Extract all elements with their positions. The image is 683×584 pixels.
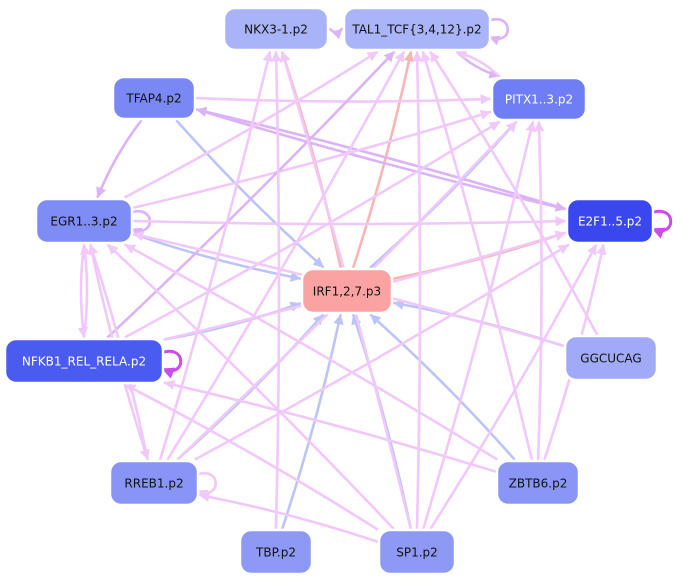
edge-sp1-to-egr1: [106, 243, 395, 530]
edge-tfap4-to-pitx1: [195, 94, 492, 105]
node-box-rreb1: [108, 459, 200, 507]
node-tbp[interactable]: TBP.p2: [238, 528, 314, 576]
node-label-nkx3: NKX3-1.p2: [244, 23, 308, 37]
node-label-ggcucag: GGCUCAG: [580, 352, 641, 366]
edge-sp1-to-rreb1: [198, 491, 379, 543]
node-nfkb1[interactable]: NFKB1_REL_RELA.p2: [3, 337, 165, 385]
edge-egr1-to-tal1: [124, 50, 379, 199]
node-box-e2f1: [565, 197, 655, 245]
node-tfap4[interactable]: TFAP4.p2: [111, 75, 197, 121]
edge-nfkb1-to-egr1: [80, 243, 91, 339]
edge-tfap4-to-irf1: [175, 119, 325, 269]
node-box-nfkb1: [3, 337, 165, 385]
node-box-sp1: [377, 528, 457, 576]
edge-zbtb6-to-nfkb1: [163, 379, 497, 473]
node-label-egr1: EGR1..3.p2: [50, 215, 117, 229]
edge-tfap4-to-egr1: [96, 119, 143, 199]
node-box-pitx1: [490, 76, 588, 122]
node-label-tal1: TAL1_TCF{3,4,12}.p2: [351, 23, 481, 37]
node-label-tfap4: TFAP4.p2: [125, 92, 181, 106]
node-zbtb6[interactable]: ZBTB6.p2: [495, 459, 581, 507]
node-box-tfap4: [111, 75, 197, 121]
edge-rreb1-to-tal1: [166, 50, 405, 461]
node-label-nfkb1: NFKB1_REL_RELA.p2: [22, 355, 146, 369]
node-rreb1[interactable]: RREB1.p2: [108, 459, 200, 507]
node-box-zbtb6: [495, 459, 581, 507]
node-label-rreb1: RREB1.p2: [124, 477, 183, 491]
node-label-irf1: IRF1,2,7.p3: [313, 285, 381, 299]
node-box-ggcucag: [563, 334, 659, 382]
edges-layer: [77, 17, 673, 543]
node-e2f1[interactable]: E2F1..5.p2: [565, 197, 655, 245]
node-label-pitx1: PITX1..3.p2: [505, 93, 573, 107]
edge-zbtb6-to-irf1: [369, 313, 516, 461]
node-label-zbtb6: ZBTB6.p2: [509, 477, 568, 491]
node-label-e2f1: E2F1..5.p2: [578, 215, 642, 229]
edge-sp1-to-pitx1: [422, 120, 536, 530]
node-tal1[interactable]: TAL1_TCF{3,4,12}.p2: [342, 6, 492, 52]
node-nkx3[interactable]: NKX3-1.p2: [222, 6, 330, 52]
edge-tbp-to-nkx3: [271, 50, 282, 530]
edge-tal1-to-tal1: [486, 17, 510, 46]
edge-zbtb6-to-pitx1: [534, 120, 545, 461]
node-pitx1[interactable]: PITX1..3.p2: [490, 76, 588, 122]
edge-zbtb6-to-egr1: [124, 243, 498, 461]
node-egr1[interactable]: EGR1..3.p2: [34, 197, 134, 245]
node-ggcucag[interactable]: GGCUCAG: [563, 334, 659, 382]
node-irf1[interactable]: IRF1,2,7.p3: [300, 267, 394, 315]
edge-egr1-to-e2f1: [132, 216, 567, 227]
node-box-tal1: [342, 6, 492, 52]
edge-sp1-to-tal1: [412, 50, 423, 530]
node-sp1[interactable]: SP1.p2: [377, 528, 457, 576]
edge-sp1-to-e2f1: [429, 243, 598, 530]
edge-sp1-to-nfkb1: [124, 383, 379, 531]
edge-nkx3-to-tal1: [328, 27, 344, 40]
node-box-egr1: [34, 197, 134, 245]
node-box-nkx3: [222, 6, 330, 52]
edge-nfkb1-to-tal1: [106, 50, 396, 339]
edge-egr1-to-nfkb1: [77, 243, 88, 339]
node-label-sp1: SP1.p2: [396, 546, 438, 560]
edge-zbtb6-to-tal1: [420, 50, 533, 461]
node-box-tbp: [238, 528, 314, 576]
edge-tal1-to-pitx1: [455, 50, 501, 79]
edge-irf1-to-tal1: [352, 50, 415, 269]
edge-rreb1-to-nkx3: [159, 50, 273, 461]
node-box-irf1: [300, 267, 394, 315]
edge-pitx1-to-tal1: [455, 49, 501, 78]
edge-ggcucag-to-tal1: [429, 50, 599, 336]
edge-nfkb1-to-nfkb1: [159, 349, 183, 379]
edge-egr1-to-pitx1: [132, 109, 492, 209]
edge-tbp-to-irf1: [281, 313, 344, 530]
edge-rreb1-to-e2f1: [194, 243, 570, 461]
node-label-tbp: TBP.p2: [255, 546, 296, 560]
edge-e2f1-to-e2f1: [649, 209, 673, 239]
